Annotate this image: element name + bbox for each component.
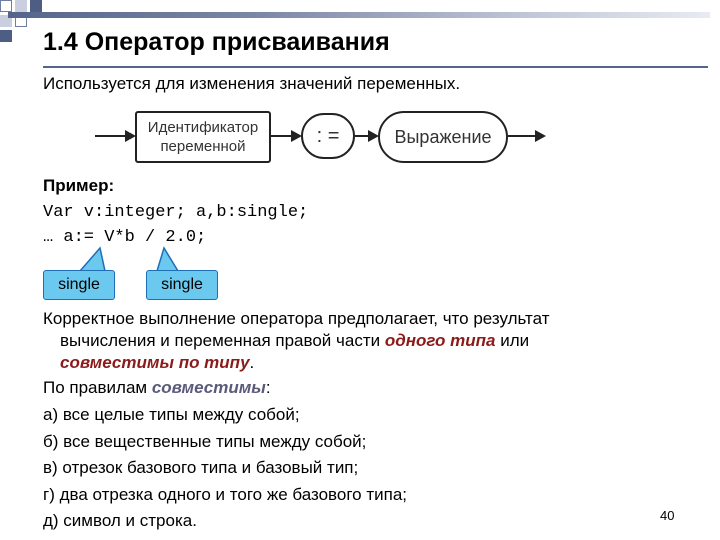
title-divider bbox=[43, 66, 708, 68]
identifier-box: Идентификатор переменной bbox=[135, 111, 271, 163]
rules-intro-text: По правилам bbox=[43, 378, 152, 397]
diagram-connector bbox=[508, 135, 542, 137]
code-line: Var v:integer; a,b:single; bbox=[43, 203, 309, 222]
callout-pointer bbox=[155, 246, 180, 272]
paragraph-text: вычисления и переменная правой части bbox=[60, 331, 385, 350]
syntax-diagram: Идентификатор переменной : = Выражение bbox=[95, 108, 555, 168]
type-callout: single bbox=[146, 270, 218, 300]
identifier-label-line2: переменной bbox=[160, 138, 246, 155]
rule-item: а) все целые типы между собой; bbox=[43, 405, 300, 424]
assign-operator-box: : = bbox=[301, 113, 355, 159]
emphasis-compatible-term: совместимы bbox=[151, 378, 266, 397]
rule-item: в) отрезок базового типа и базовый тип; bbox=[43, 458, 359, 477]
deco-square bbox=[30, 0, 42, 12]
paragraph-line: Корректное выполнение оператора предпола… bbox=[43, 309, 550, 328]
code-line: … a:= V*b / 2.0; bbox=[43, 228, 207, 247]
paragraph-text: . bbox=[249, 353, 255, 372]
arrow-icon bbox=[125, 130, 136, 142]
subtitle: Используется для изменения значений пере… bbox=[43, 74, 461, 93]
decorative-squares bbox=[0, 0, 42, 42]
rules-intro: По правилам совместимы: bbox=[43, 378, 271, 398]
emphasis-same-type: одного типа bbox=[384, 331, 496, 350]
rule-item: д) символ и строка. bbox=[43, 511, 197, 530]
deco-square bbox=[0, 0, 12, 12]
callout-pointer bbox=[78, 246, 106, 272]
rule-item: г) два отрезка одного и того же базового… bbox=[43, 485, 408, 504]
page-title: 1.4 Оператор присваивания bbox=[43, 28, 390, 56]
diagram-connector bbox=[271, 135, 297, 137]
type-callout: single bbox=[43, 270, 115, 300]
arrow-icon bbox=[291, 130, 302, 142]
paragraph-line: совместимы по типу. bbox=[43, 352, 683, 374]
expression-box: Выражение bbox=[378, 111, 508, 163]
arrow-icon bbox=[535, 130, 546, 142]
arrow-icon bbox=[368, 130, 379, 142]
paragraph-line: вычисления и переменная правой части одн… bbox=[43, 330, 683, 352]
deco-square bbox=[0, 15, 12, 27]
page-number: 40 bbox=[660, 508, 675, 523]
example-label: Пример: bbox=[43, 176, 115, 195]
paragraph-text: или bbox=[495, 331, 530, 350]
deco-square bbox=[15, 0, 27, 12]
diagram-connector bbox=[355, 135, 374, 137]
identifier-label-line1: Идентификатор bbox=[147, 119, 259, 136]
header-band bbox=[8, 12, 710, 18]
deco-square bbox=[0, 30, 12, 42]
rule-item: б) все вещественные типы между собой; bbox=[43, 432, 367, 451]
rules-intro-text: : bbox=[265, 378, 271, 397]
diagram-connector bbox=[95, 135, 129, 137]
emphasis-compatible: совместимы по типу bbox=[60, 353, 250, 372]
explanation-paragraph: Корректное выполнение оператора предпола… bbox=[43, 308, 683, 374]
